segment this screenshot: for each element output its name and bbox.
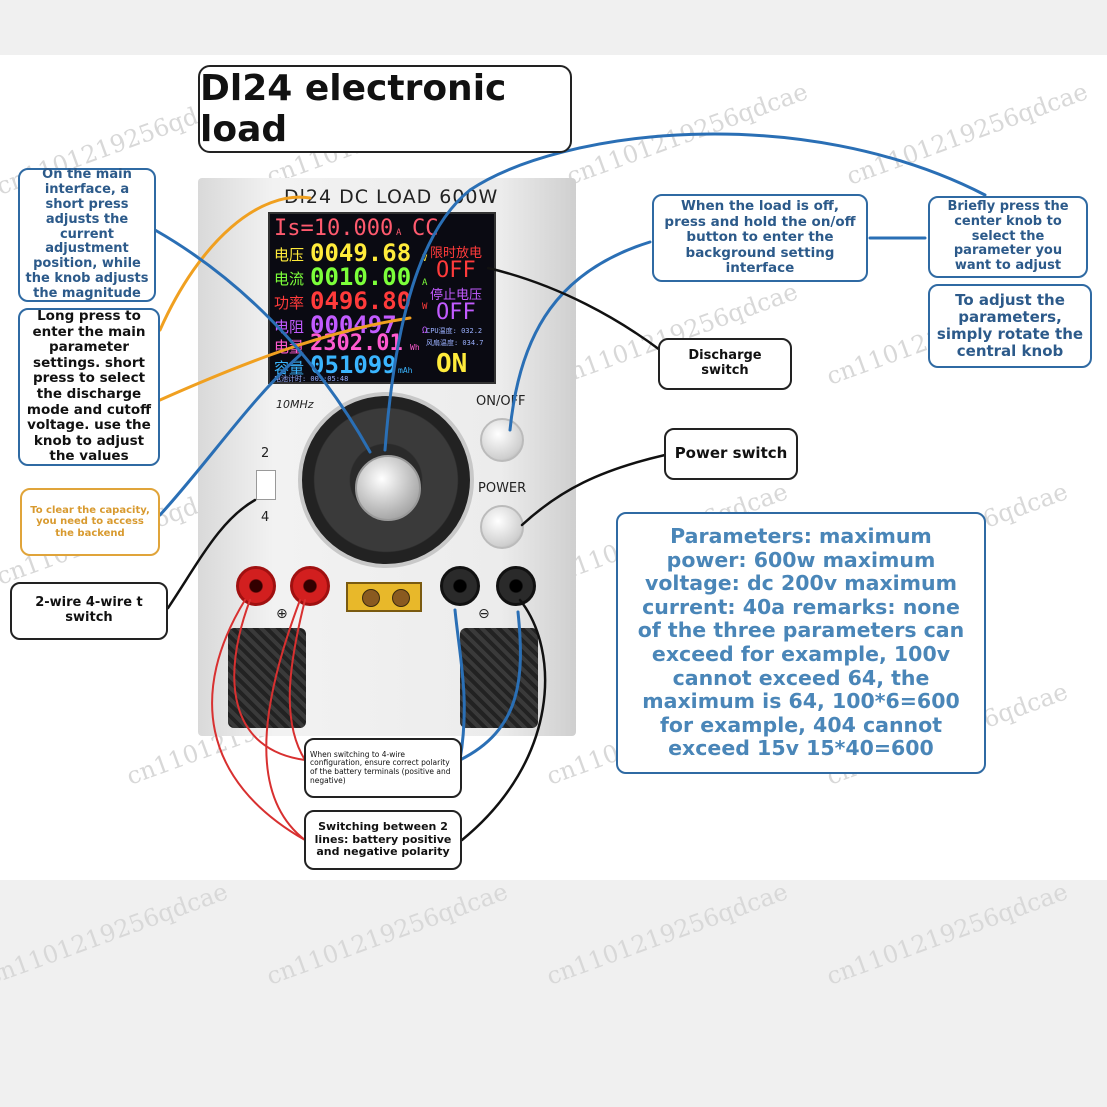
negative-terminal[interactable] <box>440 566 480 606</box>
line-cutoff <box>158 316 412 402</box>
set-current-unit: A <box>396 228 402 238</box>
current-unit: A <box>422 278 428 288</box>
callout-discharge-switch: Discharge switch <box>658 338 792 390</box>
current-label: 电流 <box>274 270 305 288</box>
device-header: Dl24 DC LOAD 600W <box>284 186 499 208</box>
callout-long-press: Long press to enter the main parameter s… <box>18 308 160 466</box>
line-clear-capacity <box>158 353 302 517</box>
energy-unit: Wh <box>410 343 420 352</box>
line-discharge <box>486 266 662 352</box>
on-off-button[interactable] <box>480 418 524 462</box>
callout-power-switch: Power switch <box>664 428 798 480</box>
line-wire-switch <box>166 498 257 610</box>
line-red-4 <box>265 599 306 841</box>
cpu-temp: CPU温度: 032.2 <box>426 327 483 335</box>
line-long-press <box>158 195 312 332</box>
line-red-1 <box>233 599 306 761</box>
power-label: 功率 <box>274 294 305 312</box>
wire-mode-switch[interactable] <box>256 470 276 500</box>
power-button[interactable] <box>480 505 524 549</box>
current-value: 0010.00 <box>310 263 412 291</box>
callout-clear-capacity: To clear the capacity, you need to acces… <box>20 488 160 556</box>
timer-state: OFF <box>436 258 476 283</box>
line-red-2 <box>288 599 306 761</box>
negative-symbol: ⊖ <box>478 606 490 622</box>
voltage-unit: V <box>422 254 428 264</box>
line-main-interface <box>153 228 372 454</box>
voltage-label: 电压 <box>274 246 305 264</box>
callout-parameters: Parameters: maximum power: 600w maximum … <box>616 512 986 774</box>
positive-terminal[interactable] <box>290 566 330 606</box>
switch-label-2: 2 <box>261 446 270 461</box>
line-red-3 <box>211 599 306 841</box>
device-foot <box>460 628 538 728</box>
callout-briefly-press: Briefly press the center knob to select … <box>928 196 1088 278</box>
switch-label-4: 4 <box>261 510 270 525</box>
line-briefly-press <box>383 132 987 452</box>
capacity-value: 051099 <box>310 351 397 379</box>
energy-value: 2302.01 <box>310 331 403 356</box>
device-foot <box>228 628 306 728</box>
callout-two-lines: Switching between 2 lines: battery posit… <box>304 810 462 870</box>
lcd-screen: Is=10.000 A CC 电压 0049.68 V 电流 0010.00 A… <box>268 212 496 384</box>
capacity-unit: mAh <box>398 366 413 375</box>
positive-symbol: ⊕ <box>276 606 288 622</box>
line-two-lines <box>460 598 547 842</box>
callout-wire-switch: 2-wire 4-wire t switch <box>10 582 168 640</box>
resistance-value: 000497 <box>310 311 397 339</box>
timer-label: 限时放电 <box>430 246 483 261</box>
positive-terminal-sense[interactable] <box>236 566 276 606</box>
callout-load-off: When the load is off, press and hold the… <box>652 194 868 282</box>
cutoff-label: 停止电压 <box>430 288 483 303</box>
line-4wire-neg2 <box>458 610 522 762</box>
brand-logo: 10MHz <box>276 398 314 411</box>
negative-terminal-sense[interactable] <box>496 566 536 606</box>
callout-main-interface: On the main interface, a short press adj… <box>18 167 156 302</box>
callout-four-wire-note: When switching to 4-wire configuration, … <box>304 738 462 798</box>
line-load-off <box>508 240 652 432</box>
cutoff-state: OFF <box>436 300 476 325</box>
voltage-value: 0049.68 <box>310 239 412 267</box>
line-power <box>520 453 667 527</box>
fan-temp: 风扇温度: 034.7 <box>426 339 484 347</box>
line-4wire-neg <box>453 608 466 762</box>
central-knob[interactable] <box>355 455 421 521</box>
callout-rotate: To adjust the parameters, simply rotate … <box>928 284 1092 368</box>
power-unit: W <box>422 302 428 312</box>
set-current: Is=10.000 <box>274 216 394 241</box>
discharge-time: 电池计时: 005:05:48 <box>274 375 349 383</box>
power-label: POWER <box>478 481 527 496</box>
xt60-connector[interactable] <box>346 582 422 612</box>
power-value: 0496.80 <box>310 287 412 315</box>
output-state: ON <box>436 349 468 379</box>
page-title: Dl24 electronic load <box>198 65 572 153</box>
resistance-unit: Ω <box>422 326 428 336</box>
